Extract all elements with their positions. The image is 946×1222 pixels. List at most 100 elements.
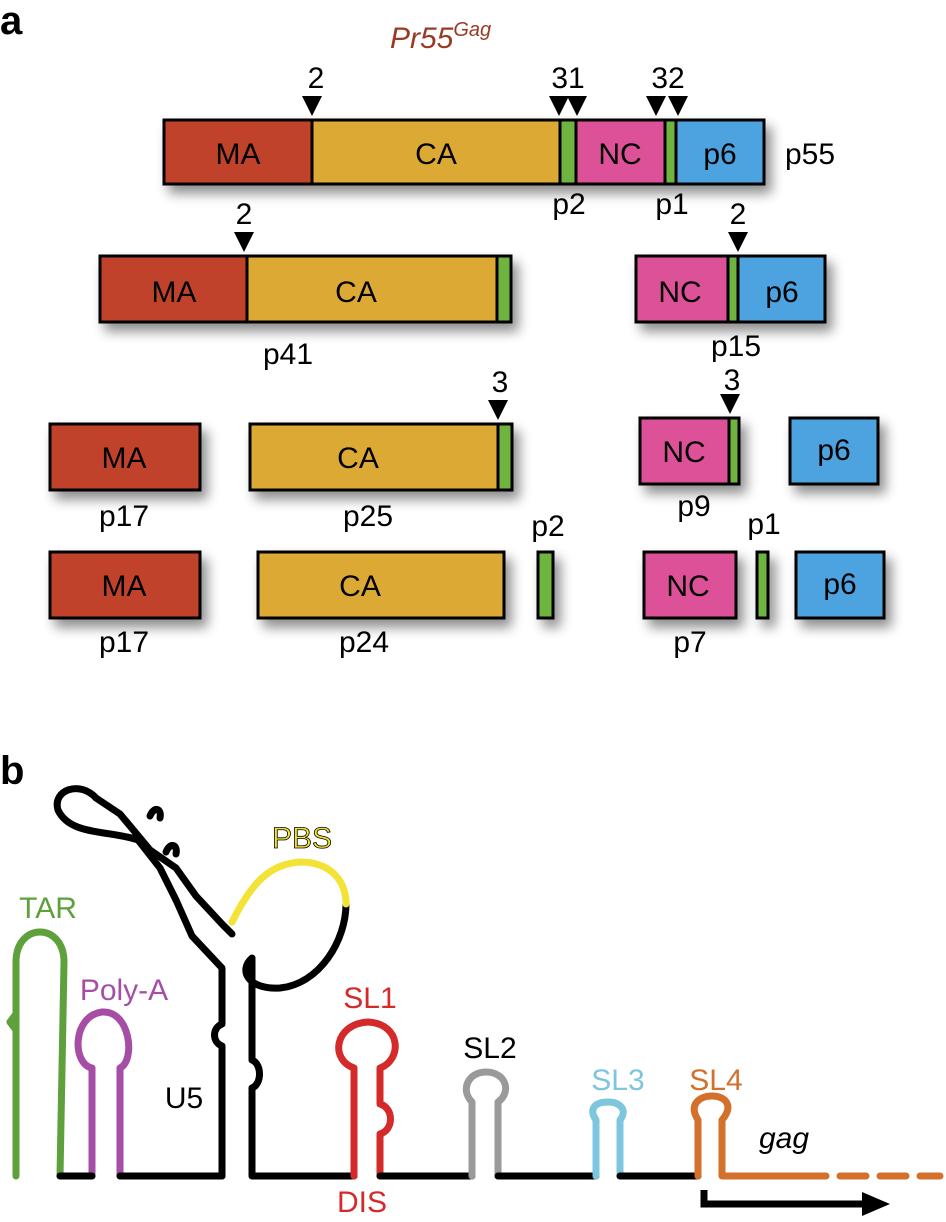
cleavage-site-label: 3 bbox=[492, 366, 509, 399]
ca-domain bbox=[310, 118, 562, 186]
row3-products bbox=[48, 416, 880, 492]
p6-label: p6 bbox=[817, 434, 850, 467]
p2-spacer bbox=[496, 422, 514, 492]
cleavage-site-label: 31 bbox=[551, 62, 584, 95]
ma-domain bbox=[48, 422, 202, 492]
cleavage-arrow bbox=[488, 400, 508, 420]
nc-label: NC bbox=[598, 138, 641, 171]
p41-product-label: p41 bbox=[263, 338, 313, 371]
nc-domain bbox=[642, 550, 738, 620]
gag-title: Pr55Gag bbox=[390, 19, 491, 55]
nc-label: NC bbox=[666, 570, 709, 603]
pbs-loop-return bbox=[242, 900, 358, 1180]
sl4-label: SL4 bbox=[689, 1064, 742, 1097]
sl2-hairpin bbox=[462, 1068, 510, 1180]
gag-label: gag bbox=[759, 1122, 809, 1155]
sl1-label: SL1 bbox=[343, 982, 396, 1015]
p6-domain bbox=[794, 550, 886, 620]
sl1-hairpin bbox=[335, 1018, 399, 1180]
p6-label: p6 bbox=[765, 276, 798, 309]
ma-label: MA bbox=[216, 138, 261, 171]
ca-label: CA bbox=[337, 442, 379, 475]
sl3-hairpin bbox=[589, 1098, 627, 1180]
gag-arrow-head bbox=[862, 1192, 890, 1216]
p6-domain bbox=[736, 254, 827, 324]
p15-product-label: p15 bbox=[711, 330, 761, 363]
panel-b-label: b bbox=[0, 749, 24, 793]
p9-product-label: p9 bbox=[677, 490, 710, 523]
p2-product-label: p2 bbox=[531, 510, 564, 543]
sl2-label: SL2 bbox=[463, 1032, 516, 1065]
cleavage-arrow bbox=[646, 96, 666, 116]
cleavage-arrows-row2 bbox=[234, 232, 748, 252]
ca-label: CA bbox=[335, 276, 377, 309]
p17-product-label: p17 bbox=[99, 626, 149, 659]
nc-domain bbox=[634, 254, 730, 324]
cleavage-arrow bbox=[567, 96, 587, 116]
nc-label: NC bbox=[662, 436, 705, 469]
cleavage-arrow bbox=[720, 394, 740, 414]
cleavage-arrow bbox=[728, 232, 748, 252]
panel-a-label: a bbox=[0, 0, 23, 43]
p25-product-label: p25 bbox=[343, 500, 393, 533]
ca-label: CA bbox=[415, 138, 457, 171]
p15-intermediate bbox=[634, 254, 827, 324]
cleavage-site-label: 2 bbox=[730, 198, 747, 231]
nc-label: NC bbox=[658, 276, 701, 309]
sl3-label: SL3 bbox=[591, 1064, 644, 1097]
p24-product-label: p24 bbox=[339, 626, 389, 659]
cleavage-arrows-row1 bbox=[302, 96, 688, 116]
gag-arrow-line bbox=[700, 1190, 866, 1208]
p7-product-label: p7 bbox=[673, 626, 706, 659]
p2-spacer bbox=[495, 254, 513, 324]
pbs-label: PBS bbox=[272, 822, 332, 855]
nc-domain bbox=[574, 118, 667, 186]
p55-product-label: p55 bbox=[785, 138, 835, 171]
p55-polyprotein bbox=[162, 118, 766, 186]
cleavage-arrow bbox=[668, 96, 688, 116]
u5-label: U5 bbox=[165, 1082, 203, 1115]
gag-arrow bbox=[700, 1190, 890, 1216]
ma-domain bbox=[162, 118, 314, 186]
ma-domain bbox=[48, 550, 202, 620]
p1-spacer bbox=[727, 416, 741, 486]
cleavage-site-label: 3 bbox=[724, 364, 741, 397]
ca-domain bbox=[248, 422, 500, 492]
sl4-hairpin bbox=[690, 1092, 830, 1180]
p17-product-label: p17 bbox=[99, 500, 149, 533]
cleavage-site-label: 2 bbox=[308, 62, 325, 95]
ca-domain bbox=[245, 254, 499, 324]
ca-label: CA bbox=[339, 570, 381, 603]
p2-spacer bbox=[558, 118, 578, 186]
p6-label: p6 bbox=[703, 138, 736, 171]
p41-intermediate bbox=[98, 254, 513, 324]
stem-bulges bbox=[146, 806, 180, 858]
ma-label: MA bbox=[102, 570, 147, 603]
ma-label: MA bbox=[102, 442, 147, 475]
ma-domain bbox=[98, 254, 249, 324]
p1-product-label: p1 bbox=[747, 508, 780, 541]
p2-spacer bbox=[536, 550, 555, 620]
cleavage-arrow bbox=[234, 232, 254, 252]
cleavage-site-label: 2 bbox=[236, 198, 253, 231]
cleavage-site-label: 32 bbox=[651, 62, 684, 95]
p1-spacer-label: p1 bbox=[655, 188, 688, 221]
pbs-segment bbox=[228, 858, 350, 926]
p6-label: p6 bbox=[823, 568, 856, 601]
cleavage-arrow bbox=[302, 96, 322, 116]
row4-products bbox=[48, 550, 886, 620]
p1-spacer bbox=[755, 550, 770, 620]
rna-structure bbox=[6, 785, 944, 1180]
tar-hairpin bbox=[6, 928, 68, 1180]
dis-label: DIS bbox=[337, 1186, 387, 1219]
p6-domain bbox=[788, 416, 880, 486]
cleavage-arrows-row3 bbox=[488, 394, 740, 420]
ca-domain bbox=[256, 550, 506, 620]
u5-stem bbox=[53, 785, 236, 1180]
polya-label: Poly-A bbox=[80, 974, 168, 1007]
tar-label: TAR bbox=[19, 892, 77, 925]
polya-hairpin bbox=[74, 1008, 133, 1180]
p2-spacer-label: p2 bbox=[552, 188, 585, 221]
cleavage-arrow bbox=[549, 96, 569, 116]
